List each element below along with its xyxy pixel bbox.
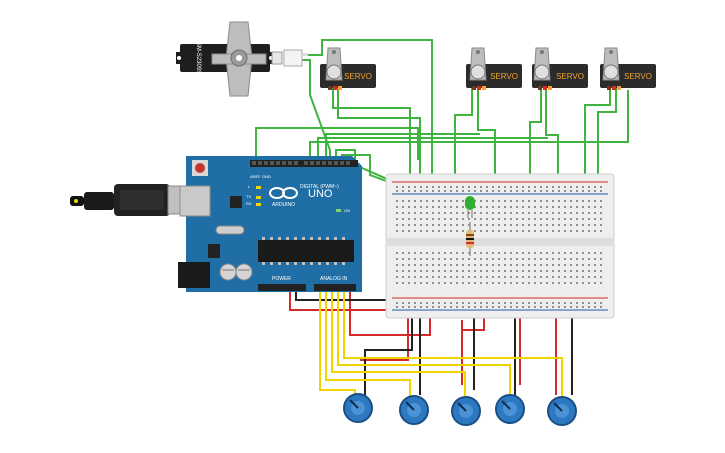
digital-header-label: DIGITAL (PWM~) [300,184,339,190]
potentiometer-5 [547,396,577,426]
breadboard-holes [396,186,602,308]
potentiometer-2 [399,395,429,425]
servo-1: SERVO [320,47,376,90]
resistor [466,222,474,256]
potentiometer-1 [343,393,373,423]
board-model-label: UNO [308,188,333,200]
potentiometer-4 [495,394,525,424]
arduino-uno-board: AREF GND DIGITAL (PWM~) UNO ARDUINO L TX… [178,156,362,292]
servo-3: SERVO [532,47,588,90]
aref-label: AREF [250,174,261,179]
servo-3-label: SERVO [556,72,584,81]
arduino-logo [269,187,298,199]
led-label-tx: TX [246,194,251,199]
gnd-label: GND [262,174,271,179]
servo-4-label: SERVO [624,72,652,81]
servo-4: SERVO [600,47,656,90]
green-led [465,196,475,218]
micro-servo: SM-S2309S [176,21,308,97]
breadboard [385,173,615,319]
led-label-rx: RX [246,201,252,206]
micro-servo-label: SM-S2309S [195,42,201,74]
on-label: ON [344,208,350,213]
led-label-l: L [248,184,251,189]
analog-header-label: ANALOG IN [320,276,348,282]
servo-1-label: SERVO [344,72,372,81]
potentiometer-3 [451,396,481,426]
power-header-label: POWER [272,276,291,282]
servo-2: SERVO [466,47,522,90]
servo-2-label: SERVO [490,72,518,81]
board-brand-label: ARDUINO [272,202,295,208]
usb-cable [70,184,189,216]
